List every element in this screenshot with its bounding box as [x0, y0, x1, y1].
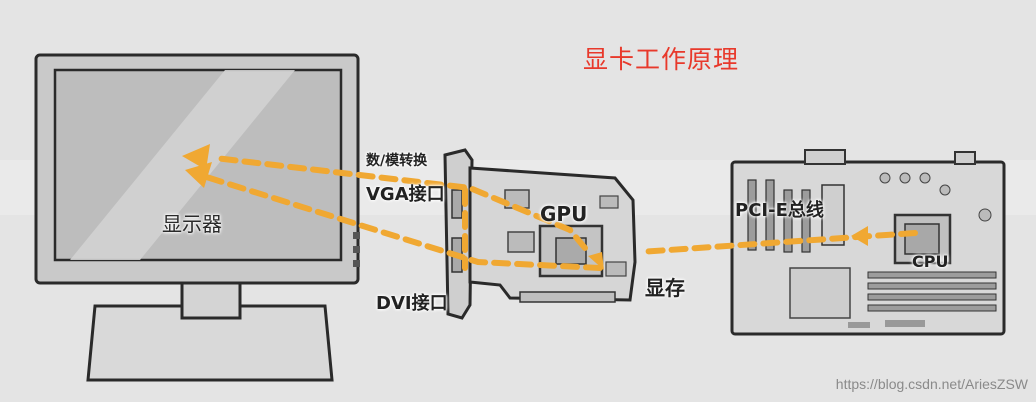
ram-slot: [867, 271, 997, 279]
io-port: [954, 151, 976, 165]
arrowhead-vram: [588, 252, 604, 270]
pcie-slot: [747, 179, 757, 251]
vram-chip: [605, 261, 627, 277]
capacitor: [919, 172, 931, 184]
ram-slot: [867, 293, 997, 301]
capacitor: [879, 172, 891, 184]
vga-connector: [451, 189, 463, 219]
ram-slot: [867, 282, 997, 290]
chipset: [821, 184, 845, 246]
arrow-dvi-to-monitor: [197, 172, 603, 271]
header-pins: [885, 320, 925, 327]
arrow-cpu-to-vram: [637, 230, 918, 255]
io-port: [804, 149, 846, 165]
arrow-heads: [182, 144, 868, 270]
card-bracket: [443, 148, 474, 320]
vram-chip: [599, 195, 619, 209]
arrowhead-vga: [182, 144, 210, 170]
capacitor: [939, 184, 951, 196]
board-component: [789, 267, 851, 319]
da-convert-label: 数/模转换: [366, 153, 428, 169]
watermark-url: https://blog.csdn.net/AriesZSW: [835, 376, 1028, 392]
signal-flow: [197, 155, 918, 271]
card-component: [507, 231, 535, 253]
pcie-slot: [765, 179, 775, 251]
pcie-slot: [801, 189, 811, 253]
vga-port-label: VGA接口: [366, 184, 445, 205]
monitor-base: [86, 304, 334, 382]
card-edge-connector: [519, 291, 616, 303]
pcie-slot: [783, 189, 793, 253]
capacitor: [899, 172, 911, 184]
motherboard-illustration: [730, 149, 1006, 336]
arrowhead-pcie: [851, 226, 868, 246]
ram-slot: [867, 304, 997, 312]
capacitor: [978, 208, 992, 222]
cpu-label: CPU: [912, 252, 949, 271]
monitor-neck: [180, 276, 242, 320]
screen-glare: [70, 70, 295, 260]
gpu-label: GPU: [540, 202, 588, 226]
header-pins: [848, 322, 870, 328]
monitor-button: [353, 246, 360, 253]
cpu-chip: [904, 223, 940, 255]
vram-label: 显存: [645, 276, 685, 300]
arrow-vga-to-monitor: [212, 155, 588, 251]
cpu-socket: [893, 213, 952, 265]
arrowhead-dvi: [185, 162, 212, 188]
dvi-port-label: DVI接口: [376, 293, 448, 314]
pcie-bus-label: PCI-E总线: [735, 200, 824, 221]
monitor-button: [353, 232, 360, 239]
monitor-button: [353, 260, 360, 267]
diagram-title: 显卡工作原理: [583, 45, 740, 74]
monitor-label: 显示器: [162, 212, 222, 236]
